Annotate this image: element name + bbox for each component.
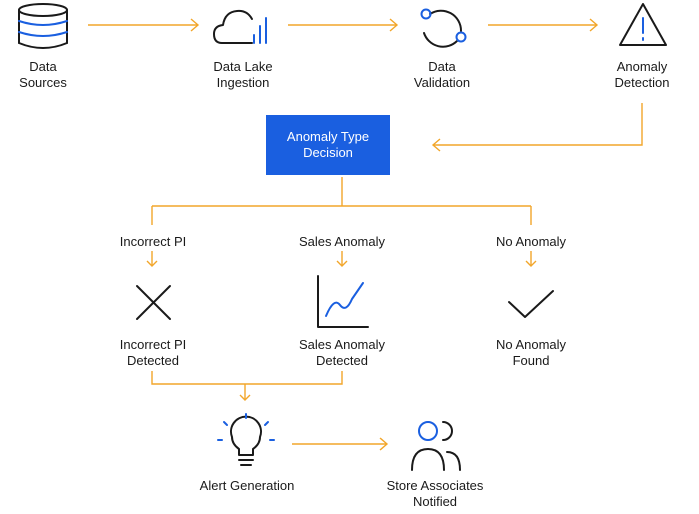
cloud-chart-icon — [213, 9, 267, 44]
alert-generation-label: Alert Generation — [200, 478, 295, 494]
branch-label-sales-anomaly-text: Sales Anomaly — [299, 234, 385, 249]
store-associates-label-line1: Store Associates — [386, 478, 484, 493]
no-anomaly-found-label: No Anomaly Found — [496, 337, 566, 369]
data-lake-label-line2: Ingestion — [216, 75, 270, 90]
arrow-detection-to-decision — [431, 103, 643, 152]
branch-label-no-anomaly-text: No Anomaly — [495, 234, 567, 249]
sales-anomaly-label-line1: Sales Anomaly — [299, 337, 385, 352]
decision-label-line1: Anomaly Type — [286, 129, 370, 144]
anomaly-detection-label-line2: Detection — [614, 75, 670, 90]
data-sources-label-line1: Data — [29, 59, 57, 74]
anomaly-detection-label: Anomaly Detection — [615, 59, 670, 91]
anomaly-detection-label-line1: Anomaly — [616, 59, 668, 74]
data-sources-label: Data Sources — [19, 59, 67, 91]
merge-connector — [151, 371, 343, 401]
sales-anomaly-label-line2: Detected — [315, 353, 369, 368]
arrow-validation-to-detection — [488, 18, 599, 32]
sales-anomaly-detected-label: Sales Anomaly Detected — [299, 337, 385, 369]
data-sources-label-line2: Sources — [19, 75, 67, 90]
data-validation-label-line2: Validation — [413, 75, 471, 90]
arrow-branch-incorrect-pi — [146, 251, 158, 267]
branch-connector — [151, 177, 532, 225]
branch-label-incorrect-pi: Incorrect PI — [120, 234, 186, 250]
people-icon — [411, 421, 461, 471]
branch-label-sales-anomaly: Sales Anomaly — [299, 234, 385, 250]
data-validation-label: Data Validation — [414, 59, 470, 91]
data-validation-label-line1: Data — [428, 59, 456, 74]
lightbulb-icon — [217, 413, 275, 466]
arrow-lake-to-validation — [288, 18, 399, 32]
branch-label-no-anomaly: No Anomaly — [496, 234, 566, 250]
checkmark-icon — [508, 290, 554, 318]
arrow-branch-no-anomaly — [525, 251, 537, 267]
incorrect-pi-label-line1: Incorrect PI — [119, 337, 187, 352]
database-icon — [18, 3, 68, 49]
alert-generation-label-text: Alert Generation — [199, 478, 295, 493]
store-associates-label: Store Associates Notified — [387, 478, 484, 510]
validation-cycle-icon — [420, 8, 467, 48]
decision-label-line2: Decision — [303, 145, 353, 160]
warning-triangle-icon — [619, 3, 667, 46]
arrow-alert-to-associates — [292, 437, 389, 451]
data-lake-label: Data Lake Ingestion — [213, 59, 272, 91]
x-mark-icon — [136, 285, 171, 320]
incorrect-pi-label-line2: Detected — [126, 353, 180, 368]
no-anomaly-label-line2: Found — [512, 353, 550, 368]
store-associates-label-line2: Notified — [412, 494, 458, 509]
anomaly-type-decision-box: Anomaly Type Decision — [266, 115, 390, 175]
no-anomaly-label-line1: No Anomaly — [495, 337, 567, 352]
arrow-sources-to-lake — [88, 18, 200, 32]
data-lake-label-line1: Data Lake — [213, 59, 273, 74]
branch-label-incorrect-pi-text: Incorrect PI — [119, 234, 187, 249]
arrow-branch-sales-anomaly — [336, 251, 348, 267]
line-chart-icon — [317, 275, 369, 328]
incorrect-pi-detected-label: Incorrect PI Detected — [120, 337, 186, 369]
